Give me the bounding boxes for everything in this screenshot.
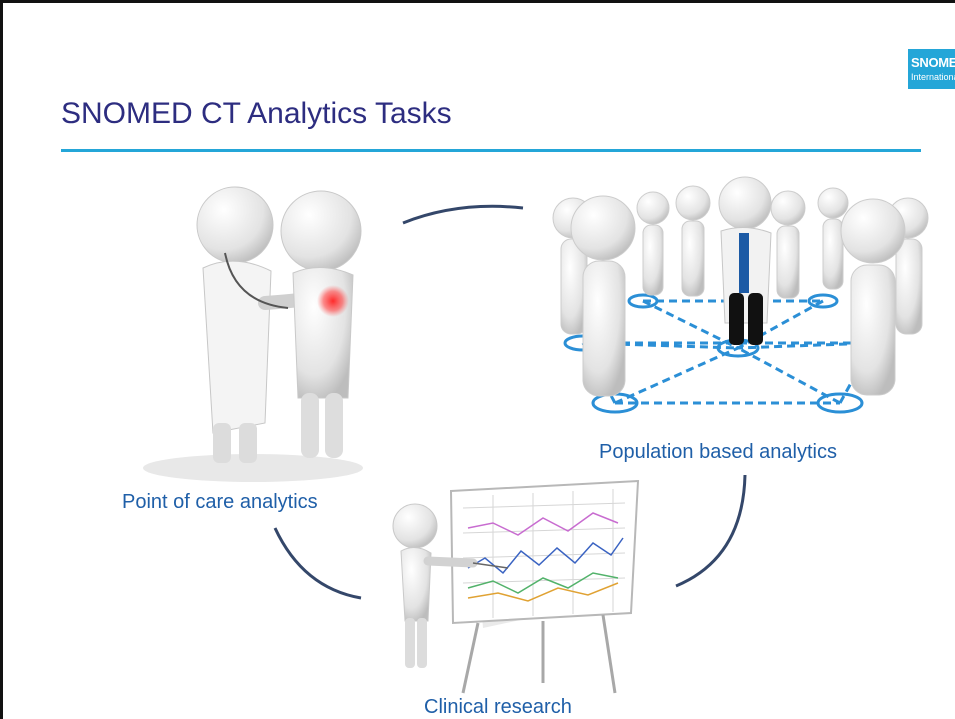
arc-right-connector (675, 474, 747, 588)
logo-subtitle: International (911, 72, 955, 82)
snomed-logo: SNOMED International (908, 49, 955, 89)
point-of-care-label: Point of care analytics (122, 491, 318, 513)
presenter-with-line-chart-illustration (392, 479, 640, 694)
title-rule (61, 149, 921, 152)
doctor-examining-patient-illustration (143, 186, 363, 482)
population-analytics-label: Population based analytics (599, 441, 837, 463)
diagram-art (143, 176, 929, 694)
arc-left-connector (273, 527, 362, 600)
figures-network-with-doctor-illustration (552, 176, 929, 414)
arc-top-connector (402, 204, 524, 225)
clinical-research-label: Clinical research (424, 696, 572, 718)
slide-title: SNOMED CT Analytics Tasks (61, 97, 452, 130)
logo-title: SNOMED (911, 55, 955, 70)
